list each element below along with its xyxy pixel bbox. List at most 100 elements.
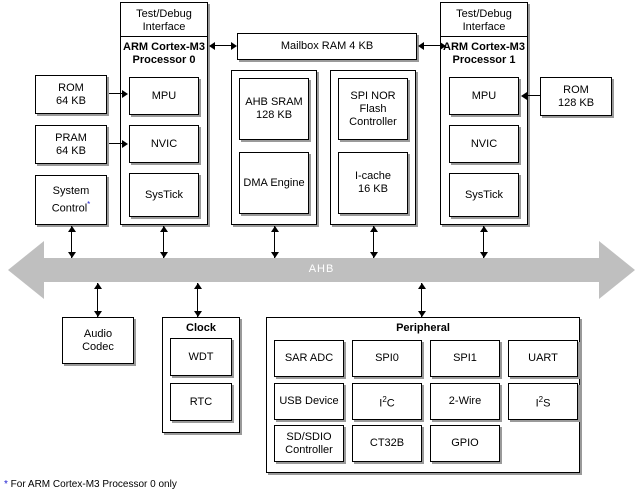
block-label: SysTick <box>144 188 184 201</box>
block-mailbox-ram: Mailbox RAM 4 KB <box>237 33 417 60</box>
block-label: CT32B <box>369 437 405 449</box>
arrow-shaft <box>373 226 374 258</box>
i-cache-line2: 16 KB <box>358 183 388 195</box>
block-pram-64: PRAM 64 KB <box>35 125 107 164</box>
arrow-bus-to-peripheral <box>418 283 426 317</box>
arrow-shaft <box>527 95 541 96</box>
debug-line1-0: Test/Debug <box>136 8 192 20</box>
arrow-head <box>122 90 128 98</box>
arrow-shaft <box>109 93 123 94</box>
arrow-head-up <box>94 283 102 289</box>
block-nvic-1: NVIC <box>449 125 519 163</box>
arrow-shaft <box>214 45 232 46</box>
arrow-head-down <box>418 311 426 317</box>
block-systick-0: SysTick <box>129 173 199 217</box>
arrow-shaft <box>109 143 123 144</box>
block-rom-128: ROM 128 KB <box>540 77 612 116</box>
spi-nor-line1: SPI NOR <box>350 89 396 102</box>
arrow-memgroup-b-to-bus <box>370 226 378 258</box>
block-label: SPI NOR Flash Controller <box>339 90 407 129</box>
arrow-memgroup-a-to-bus <box>271 226 279 258</box>
block-label: SPI0 <box>375 352 399 364</box>
i2c-superscript: 2 <box>382 394 387 404</box>
core-line2-1: Processor 1 <box>452 54 516 66</box>
block-label: SysTick <box>464 188 504 201</box>
i2c-tail: C <box>386 397 395 410</box>
arrow-head-up <box>68 226 76 232</box>
arrow-head-up <box>194 283 202 289</box>
block-label: System Control* <box>36 185 106 216</box>
rom-64-line2: 64 KB <box>56 94 86 107</box>
block-dma-engine: DMA Engine <box>239 152 309 214</box>
test-debug-interface-label-0: Test/Debug Interface <box>121 8 207 34</box>
block-ahb-sram: AHB SRAM 128 KB <box>239 78 309 140</box>
arrow-cpu0-to-bus <box>160 226 168 258</box>
i-cache-line1: I-cache <box>354 170 392 182</box>
arrow-head-up <box>370 226 378 232</box>
block-label: I2S <box>509 393 577 411</box>
block-label: GPIO <box>451 437 479 449</box>
pram-64-line2: 64 KB <box>56 144 86 157</box>
block-sar-adc: SAR ADC <box>274 340 344 377</box>
arrow-cpu0-mailbox <box>209 42 237 50</box>
arrow-head-down <box>271 252 279 258</box>
block-label: ROM 128 KB <box>541 84 611 110</box>
ahb-bus: AHB <box>8 241 635 299</box>
core-line2-0: Processor 0 <box>132 54 196 66</box>
arrow-head-down <box>480 252 488 258</box>
audio-line2: Codec <box>82 340 114 353</box>
block-i2c: I2C <box>352 383 422 420</box>
i2s-tail: S <box>543 397 551 410</box>
spi-nor-line3: Controller <box>349 115 397 128</box>
arrow-shaft <box>421 283 422 317</box>
arrow-head-right <box>440 42 446 50</box>
arrow-head-right <box>231 42 237 50</box>
spi-nor-line2: Flash <box>359 102 387 115</box>
block-label: I2C <box>353 393 421 411</box>
block-spi-nor-flash-controller: SPI NOR Flash Controller <box>338 78 408 140</box>
block-mpu-1: MPU <box>449 77 519 115</box>
block-label: Mailbox RAM 4 KB <box>280 40 374 52</box>
pram-64-line1: PRAM <box>55 131 87 144</box>
block-label: I-cache 16 KB <box>339 170 407 196</box>
block-spi0: SPI0 <box>352 340 422 377</box>
core-line1-1: ARM Cortex-M3 <box>443 41 525 53</box>
block-label: DMA Engine <box>243 176 305 189</box>
arrow-shaft <box>163 226 164 258</box>
ahb-bus-label: AHB <box>308 263 335 275</box>
arrow-pram64-to-cpu0 <box>109 140 128 148</box>
arrow-head-down <box>194 311 202 317</box>
i2s-head: I <box>535 397 539 410</box>
arrow-head <box>122 140 128 148</box>
block-label: NVIC <box>150 137 178 150</box>
block-sd-sdio-controller: SD/SDIO Controller <box>274 425 344 462</box>
ahb-bus-shape <box>8 241 635 299</box>
arrow-head-up <box>160 226 168 232</box>
arrow-rom128-to-cpu1 <box>521 92 541 100</box>
i2s-superscript: 2 <box>538 394 544 404</box>
rom-128-line2: 128 KB <box>557 96 595 109</box>
i2c-head: I <box>379 397 383 410</box>
arrow-mailbox-cpu1 <box>418 42 446 50</box>
block-label: MPU <box>471 89 497 102</box>
arrow-shaft <box>423 45 441 46</box>
clock-group-title: Clock <box>186 322 216 334</box>
ahb-sram-line2: 128 KB <box>255 109 293 121</box>
block-label: AHB SRAM 128 KB <box>240 96 308 122</box>
arrow-head-down <box>94 311 102 317</box>
footnote-text: For ARM Cortex-M3 Processor 0 only <box>7 479 177 490</box>
block-label: PRAM 64 KB <box>36 132 106 158</box>
arrow-head-down <box>370 252 378 258</box>
block-usb-device: USB Device <box>274 383 344 420</box>
arrow-head-down <box>160 252 168 258</box>
arrow-cpu1-to-bus <box>480 226 488 258</box>
arrow-bus-to-clock <box>194 283 202 317</box>
block-label: SD/SDIO Controller <box>275 431 343 457</box>
arrow-rom64-to-cpu0 <box>109 90 128 98</box>
arrow-shaft <box>197 283 198 317</box>
block-rom-64: ROM 64 KB <box>35 75 107 114</box>
block-gpio: GPIO <box>430 425 500 462</box>
block-label: RTC <box>189 395 213 408</box>
core-label-1: ARM Cortex-M3 Processor 1 <box>441 41 527 67</box>
system-control-line1: System <box>52 184 90 197</box>
